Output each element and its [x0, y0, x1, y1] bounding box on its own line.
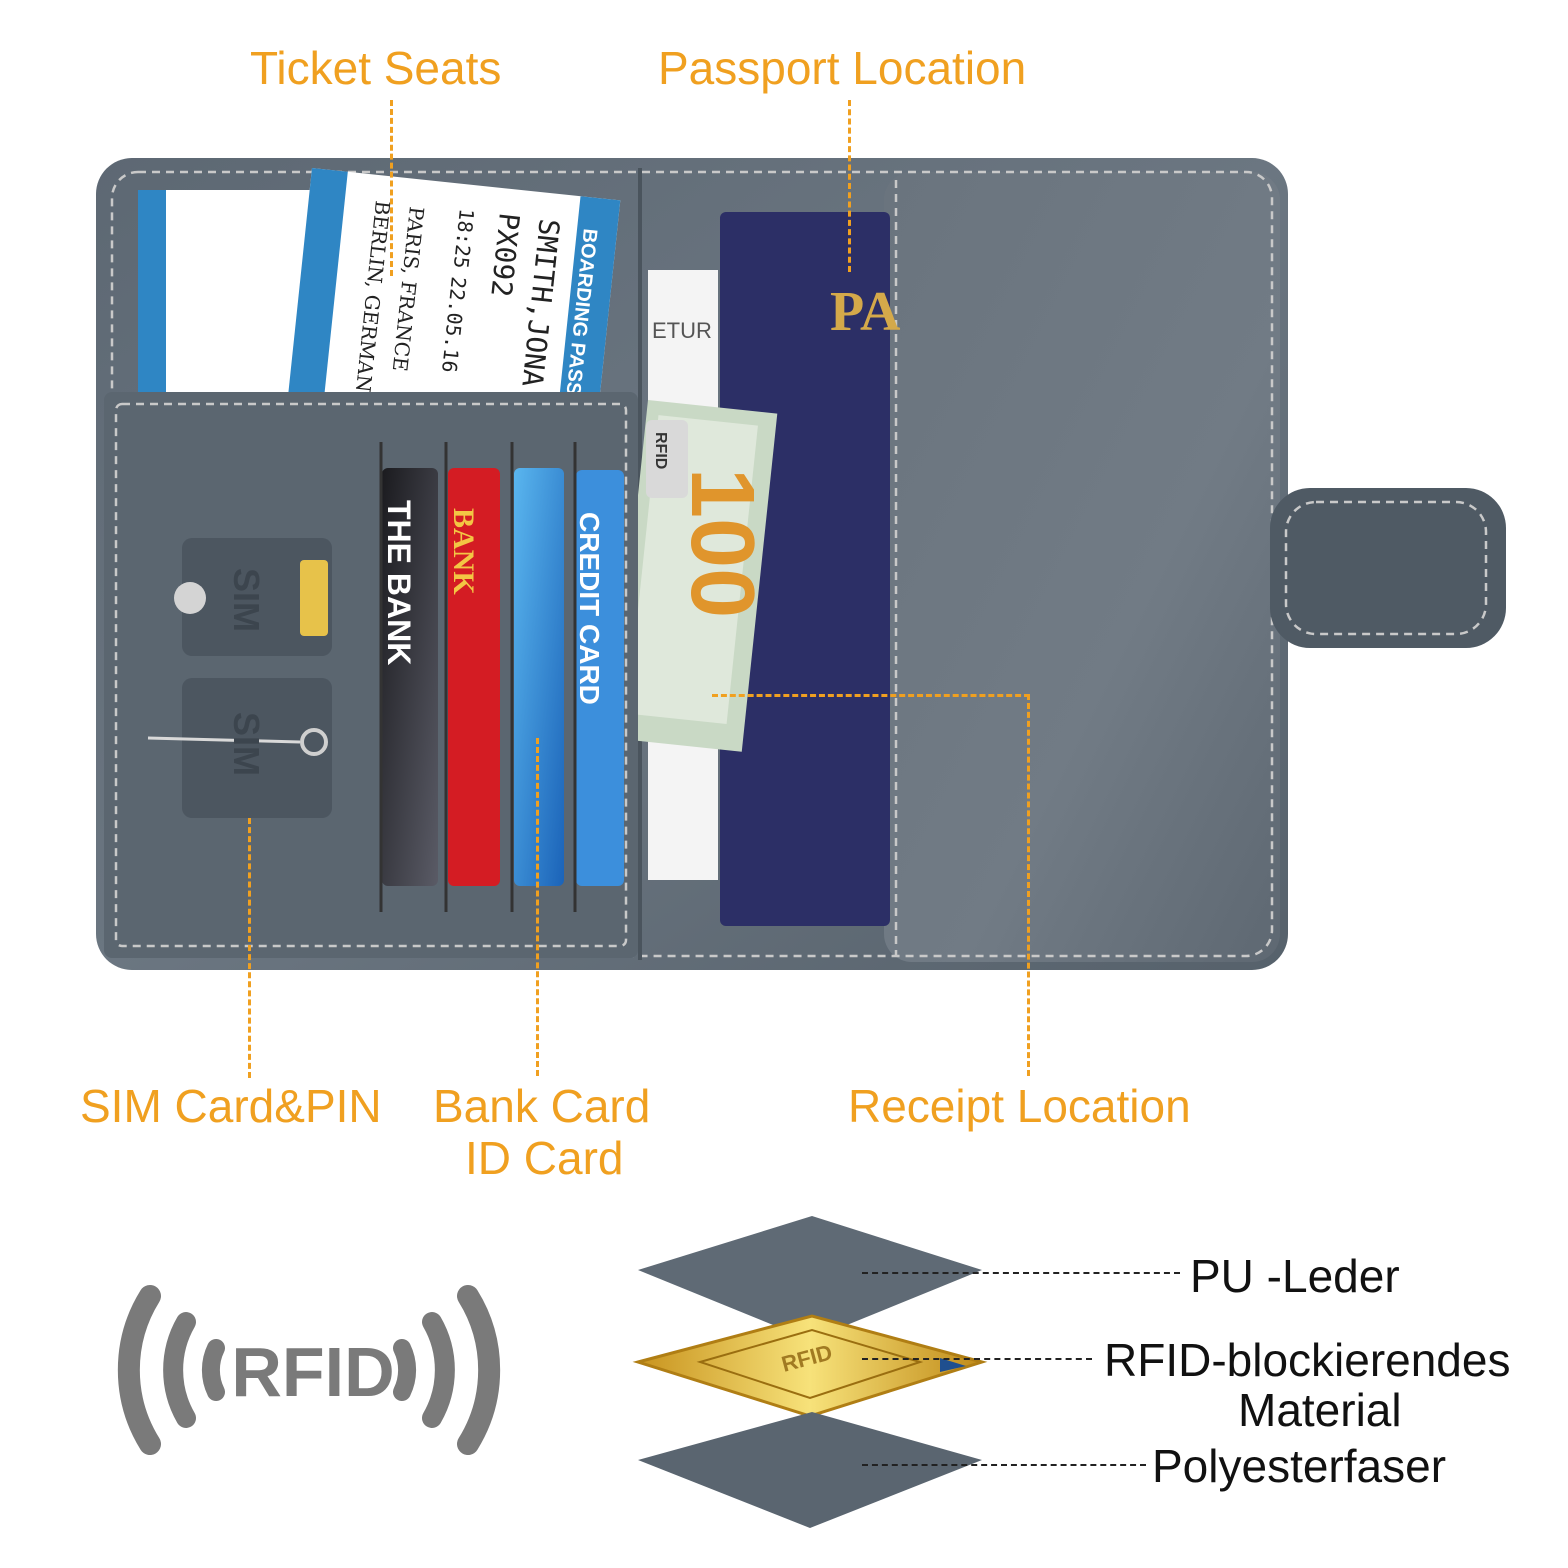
sim-label-top: SIM: [226, 568, 267, 632]
passport-text: PA: [830, 281, 901, 343]
polyester-layer: [638, 1412, 982, 1528]
passport-location-line: [848, 100, 851, 272]
card-bank-text: BANK: [447, 508, 480, 595]
bank-card-line: [536, 738, 539, 1076]
rfid-material-line: [862, 1358, 1092, 1360]
passport: [720, 212, 890, 926]
sim-card-line: [248, 818, 251, 1078]
rfid-logo-text: RFID: [231, 1333, 394, 1411]
card-credit-text: CREDIT CARD: [574, 512, 605, 705]
polyester-label: Polyesterfaser: [1152, 1440, 1447, 1492]
ticket-seats-label: Ticket Seats: [250, 42, 502, 94]
ticket-seats-line: [390, 100, 393, 276]
rfid-material-label-line1: RFID-blockierendes: [1104, 1334, 1511, 1386]
wallet-right-flap: [884, 172, 1280, 962]
rfid-tag: [646, 420, 688, 498]
pu-leather-line: [862, 1272, 1180, 1274]
receipt-text: ETUR: [652, 318, 712, 343]
bill-value: 100: [672, 468, 772, 618]
polyester-line: [862, 1464, 1146, 1466]
sim-label-bottom: SIM: [226, 712, 267, 776]
card-the-bank-text: THE BANK: [381, 500, 417, 665]
rfid-signal-icon: [117, 1285, 501, 1455]
sim-card-pin-label: SIM Card&PIN: [80, 1080, 382, 1132]
black-card: [382, 468, 438, 886]
pu-leather-layer: [638, 1216, 982, 1340]
boarding-pass-front: [287, 168, 621, 430]
pu-leather-label: PU -Leder: [1190, 1250, 1400, 1302]
receipt-vertical-line: [1027, 694, 1030, 1076]
bank-card-label: Bank Card: [433, 1080, 651, 1132]
passport-location-label: Passport Location: [658, 42, 1027, 94]
credit-card: [576, 470, 624, 886]
snap-clasp: [1270, 488, 1506, 648]
card-slots: [379, 442, 624, 912]
receipt-location-label: Receipt Location: [848, 1080, 1191, 1132]
sim-holders: [147, 538, 332, 818]
receipt-horizontal-line: [712, 694, 1030, 697]
id-card-label: ID Card: [465, 1132, 624, 1184]
red-card: [448, 468, 500, 886]
blue-card: [514, 468, 564, 886]
rfid-tag-text: RFID: [652, 432, 669, 469]
rfid-blocking-layer: [632, 1314, 988, 1418]
rfid-material-label-line2: Material: [1238, 1384, 1402, 1436]
